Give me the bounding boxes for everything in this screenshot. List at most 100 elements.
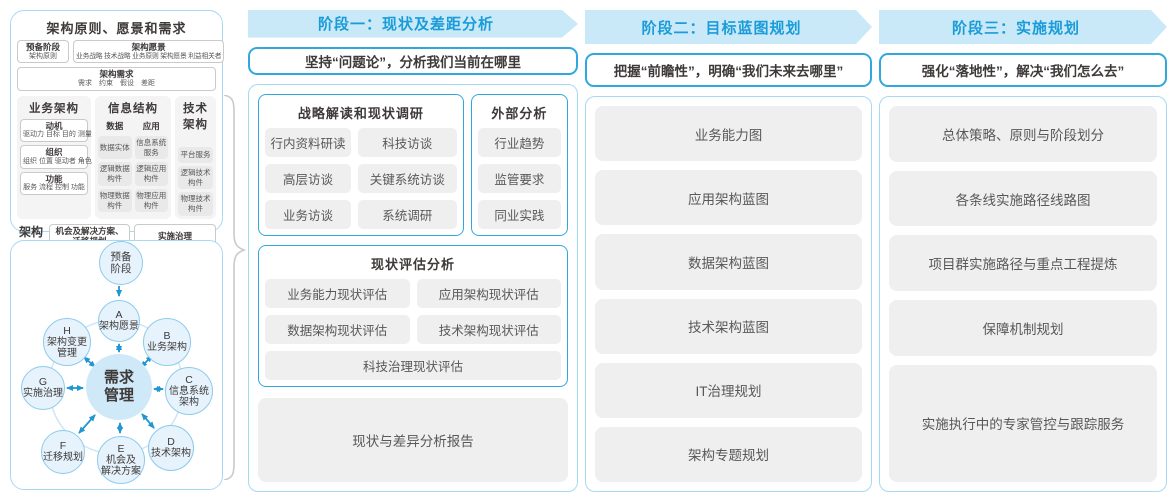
assessment-item: 业务能力现状评估 (265, 279, 410, 308)
assessment-item: 应用架构现状评估 (416, 279, 561, 308)
research-item: 科技访谈 (357, 128, 457, 157)
adm-node-d-name: 技术架构 (151, 448, 191, 460)
requirements-sub: 需求 约束 假设 差距 (78, 80, 155, 87)
information-structure-title: 信息结构 (108, 102, 158, 115)
adm-node-a-name: 架构愿景 (99, 321, 139, 333)
brace-connector (223, 95, 246, 480)
adm-node-f-migration: F 迁移规划 (41, 430, 85, 474)
gap-analysis-report-box: 现状与差异分析报告 (258, 398, 568, 482)
phase3-item: 保障机制规划 (889, 300, 1157, 356)
biz-function-box: 功能 服务 流程 控制 功能 (20, 171, 88, 195)
research-item: 业务访谈 (265, 200, 351, 229)
biz-organization-sub: 组织 位置 驱动者 角色 (23, 157, 92, 165)
phase3-header-chevron: 阶段三：实施规划 (879, 10, 1167, 44)
biz-function-sub: 服务 流程 控制 功能 (23, 184, 85, 192)
research-item: 关键系统访谈 (357, 164, 457, 193)
prep-phase-title: 预备阶段 (25, 42, 60, 52)
biz-motivation-title: 动机 (45, 120, 63, 131)
adm-cycle-panel: 预备 阶段 A 架构愿景 H 架构变更 管理 B 业务架构 G 实施治理 C 信… (10, 240, 223, 490)
phase2-item: 数据架构蓝图 (595, 234, 862, 290)
adm-node-c-name: 信息系统 架构 (169, 385, 209, 409)
physical-app-chip: 物理应用构件 (134, 188, 168, 213)
phase2-subtitle: 把握“前瞻性”，明确“我们未来去哪里” (585, 53, 872, 87)
biz-function-title: 功能 (45, 173, 63, 184)
adm-node-g-name: 实施治理 (23, 388, 63, 400)
adm-node-preliminary: 预备 阶段 (99, 241, 143, 285)
physical-tech-chip: 物理技术构件 (178, 192, 213, 216)
adm-node-h-letter: H (63, 324, 71, 337)
biz-motivation-sub: 驱动力 目标 目的 测量 (23, 131, 92, 139)
logical-app-chip: 逻辑应用构件 (134, 162, 168, 186)
physical-data-chip: 物理数据构件 (98, 188, 132, 213)
adm-node-a-vision: A 架构愿景 (98, 300, 140, 342)
adm-node-e-name: 机会及 解决方案 (101, 454, 141, 478)
adm-node-b-letter: B (163, 330, 171, 343)
phase2-item: IT治理规划 (595, 362, 862, 418)
adm-node-d-technology: D 技术架构 (148, 425, 194, 471)
phase2-item: 业务能力图 (595, 106, 862, 162)
phase2-item: 架构专题规划 (595, 426, 862, 483)
technology-arch-title: 技术架构 (183, 102, 208, 131)
technology-arch-column: 技术架构 平台服务 逻辑技术构件 物理技术构件 (175, 95, 216, 219)
adm-node-d-letter: D (167, 436, 175, 449)
strategy-research-title: 战略解读和现状调研 (297, 106, 424, 121)
adm-node-b-name: 业务架构 (147, 342, 187, 354)
adm-node-h-change-mgmt: H 架构变更 管理 (43, 318, 91, 366)
framework-title: 架构原则、愿景和需求 (46, 21, 187, 36)
research-item: 系统调研 (357, 200, 457, 229)
adm-node-h-name: 架构变更 管理 (47, 336, 87, 360)
phase3-item: 各条线实施路径线路图 (889, 170, 1157, 227)
phase1-panel: 战略解读和现状调研 行内资料研读 科技访谈 高层访谈 关键系统访谈 业务访谈 系… (248, 84, 578, 492)
logical-data-chip: 逻辑数据构件 (98, 162, 132, 186)
business-arch-title: 业务架构 (29, 102, 79, 115)
phase1-header-chevron: 阶段一：现状及差距分析 (248, 10, 578, 38)
adm-center-requirements-mgmt: 需求 管理 (86, 354, 152, 420)
assessment-item: 技术架构现状评估 (416, 315, 561, 344)
adm-node-g-impl-governance: G 实施治理 (21, 366, 65, 410)
adm-node-preliminary-label: 预备 阶段 (110, 250, 132, 275)
phase2-header-chevron: 阶段二：目标蓝图规划 (585, 10, 872, 44)
information-structure-column: 信息结构 数据 应用 数据实体 信息系统服务 逻辑数据构件 逻辑应用构件 物理数… (95, 95, 171, 219)
app-col-header: 应用 (142, 120, 160, 131)
adm-node-f-letter: F (59, 440, 67, 453)
info-system-service-chip: 信息系统服务 (134, 135, 168, 160)
research-item: 高层访谈 (265, 164, 351, 193)
adm-node-e-opportunities: E 机会及 解决方案 (97, 436, 145, 484)
assessment-item: 数据架构现状评估 (265, 315, 410, 344)
external-item: 同业实践 (477, 200, 561, 229)
adm-node-e-letter: E (117, 442, 125, 455)
phase3-panel: 总体策略、原则与阶段划分 各条线实施路径线路图 项目群实施路径与重点工程提炼 保… (879, 96, 1167, 492)
adm-node-c-letter: C (185, 373, 193, 386)
adm-node-b-business: B 业务架构 (143, 318, 191, 366)
adm-center-label: 需求 管理 (103, 369, 134, 404)
prep-phase-box: 预备阶段 架构原则 (17, 40, 69, 64)
strategy-research-box: 战略解读和现状调研 行内资料研读 科技访谈 高层访谈 关键系统访谈 业务访谈 系… (258, 94, 464, 236)
prep-phase-sub: 架构原则 (29, 52, 57, 60)
adm-node-a-letter: A (115, 309, 123, 322)
phase1-subtitle: 坚持“问题论”，分析我们当前在哪里 (248, 46, 578, 75)
phase2-panel: 业务能力图 应用架构蓝图 数据架构蓝图 技术架构蓝图 IT治理规划 架构专题规划 (585, 96, 872, 492)
adm-node-c-info-systems: C 信息系统 架构 (165, 367, 213, 415)
current-assessment-box: 现状评估分析 业务能力现状评估 应用架构现状评估 数据架构现状评估 技术架构现状… (258, 245, 568, 387)
current-assessment-title: 现状评估分析 (370, 257, 455, 272)
external-item: 行业趋势 (477, 128, 561, 157)
external-analysis-title: 外部分析 (491, 106, 548, 121)
requirements-box: 架构需求 需求 约束 假设 差距 (17, 67, 216, 91)
data-entity-chip: 数据实体 (98, 135, 132, 160)
phase3-item: 实施执行中的专家管控与跟踪服务 (889, 364, 1157, 483)
adm-cycle-diagram: 预备 阶段 A 架构愿景 H 架构变更 管理 B 业务架构 G 实施治理 C 信… (11, 241, 222, 489)
business-arch-column: 业务架构 动机 驱动力 目标 目的 测量 组织 组织 位置 驱动者 角色 功能 … (17, 95, 92, 219)
phase3-column: 阶段三：实施规划 强化“落地性”，解决“我们怎么去” 总体策略、原则与阶段划分 … (879, 10, 1167, 492)
logical-tech-chip: 逻辑技术构件 (178, 165, 213, 190)
data-col-header: 数据 (106, 120, 124, 131)
architecture-framework-panel: 架构原则、愿景和需求 预备阶段 架构原则 架构愿景 业务战略 技术战略 业务原则… (10, 10, 225, 258)
external-item: 监管要求 (477, 164, 561, 193)
biz-organization-box: 组织 组织 位置 驱动者 角色 (20, 145, 92, 169)
vision-sub: 业务战略 技术战略 业务原则 架构愿景 利益相关者 (76, 52, 222, 60)
external-analysis-box: 外部分析 行业趋势 监管要求 同业实践 (470, 94, 568, 236)
requirements-title: 架构需求 (99, 69, 134, 80)
adm-node-g-letter: G (38, 376, 48, 389)
phase3-subtitle: 强化“落地性”，解决“我们怎么去” (879, 53, 1167, 87)
vision-title: 架构愿景 (131, 42, 166, 52)
impl-governance-title: 实施治理 (157, 231, 192, 242)
